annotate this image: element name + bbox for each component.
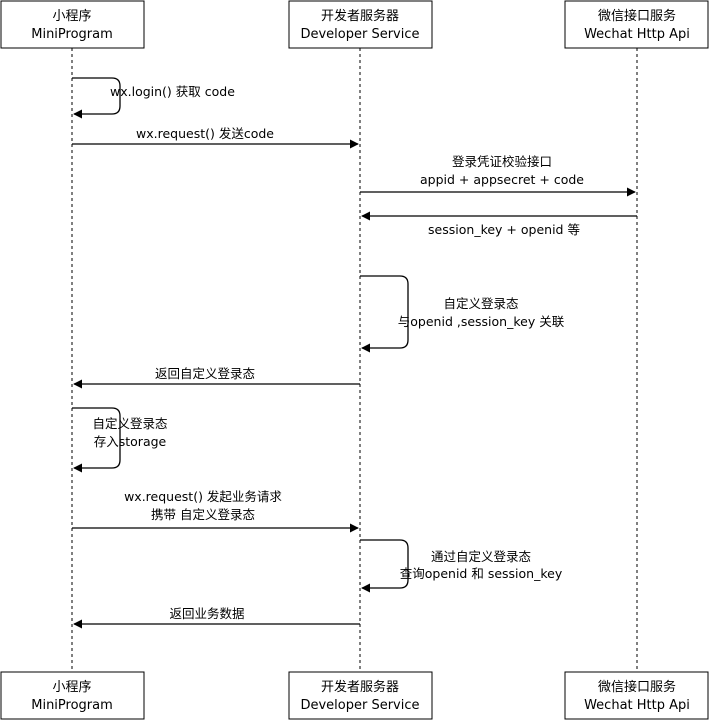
message-send-code: wx.request() 发送code bbox=[72, 126, 359, 149]
participant-box-developer-service-top: 开发者服务器 Developer Service bbox=[288, 0, 433, 49]
participant-name-zh: 微信接口服务 bbox=[598, 679, 676, 695]
message-label-line1: 登录凭证校验接口 bbox=[452, 154, 552, 169]
participant-name-en: MiniProgram bbox=[31, 698, 113, 713]
message-label-line2: appid + appsecret + code bbox=[420, 172, 584, 187]
message-label-line2: 携带 自定义登录态 bbox=[151, 507, 255, 522]
message-session-key-return: session_key + openid 等 bbox=[361, 211, 637, 237]
participant-name-zh: 小程序 bbox=[52, 680, 91, 695]
message-label: 返回自定义登录态 bbox=[155, 366, 255, 381]
participant-name-en: Wechat Http Api bbox=[584, 698, 690, 713]
participant-box-wechat-api-top: 微信接口服务 Wechat Http Api bbox=[564, 0, 709, 49]
participant-name-en: Developer Service bbox=[300, 27, 419, 42]
message-label-line1: 通过自定义登录态 bbox=[431, 549, 531, 564]
message-code2session-request: 登录凭证校验接口 appid + appsecret + code bbox=[360, 154, 636, 197]
participant-name-en: Developer Service bbox=[300, 698, 419, 713]
participant-box-wechat-api-bottom: 微信接口服务 Wechat Http Api bbox=[564, 671, 709, 720]
participant-name-zh: 小程序 bbox=[52, 9, 91, 24]
participant-name-zh: 开发者服务器 bbox=[321, 679, 399, 695]
message-custom-session-self: 自定义登录态 与openid ,session_key 关联 bbox=[360, 275, 565, 353]
message-label: wx.request() 发送code bbox=[136, 126, 274, 141]
participant-box-developer-service-bottom: 开发者服务器 Developer Service bbox=[288, 671, 433, 720]
participant-name-en: MiniProgram bbox=[31, 27, 113, 42]
message-label-line1: 自定义登录态 bbox=[443, 296, 518, 311]
message-return-business-data: 返回业务数据 bbox=[73, 606, 360, 629]
participant-name-en: Wechat Http Api bbox=[584, 27, 690, 42]
message-wx-login-self: wx.login() 获取 code bbox=[72, 77, 235, 119]
message-label-line1: wx.request() 发起业务请求 bbox=[124, 489, 282, 504]
message-label-line2: 存入storage bbox=[94, 434, 167, 449]
message-business-request: wx.request() 发起业务请求 携带 自定义登录态 bbox=[72, 489, 359, 533]
participant-name-zh: 微信接口服务 bbox=[598, 8, 676, 24]
message-label-line1: 自定义登录态 bbox=[92, 416, 167, 431]
participant-name-zh: 开发者服务器 bbox=[321, 8, 399, 24]
message-label: wx.login() 获取 code bbox=[110, 84, 235, 99]
message-label-line2: 与openid ,session_key 关联 bbox=[398, 314, 565, 329]
message-return-custom-session: 返回自定义登录态 bbox=[73, 366, 360, 389]
message-query-openid-self: 通过自定义登录态 查询openid 和 session_key bbox=[360, 539, 563, 593]
message-label: session_key + openid 等 bbox=[428, 222, 580, 237]
participant-box-miniprogram-top: 小程序 MiniProgram bbox=[0, 0, 145, 49]
message-label-line2: 查询openid 和 session_key bbox=[400, 566, 563, 581]
message-label: 返回业务数据 bbox=[169, 606, 244, 621]
participant-box-miniprogram-bottom: 小程序 MiniProgram bbox=[0, 671, 145, 720]
message-store-storage-self: 自定义登录态 存入storage bbox=[72, 407, 168, 473]
